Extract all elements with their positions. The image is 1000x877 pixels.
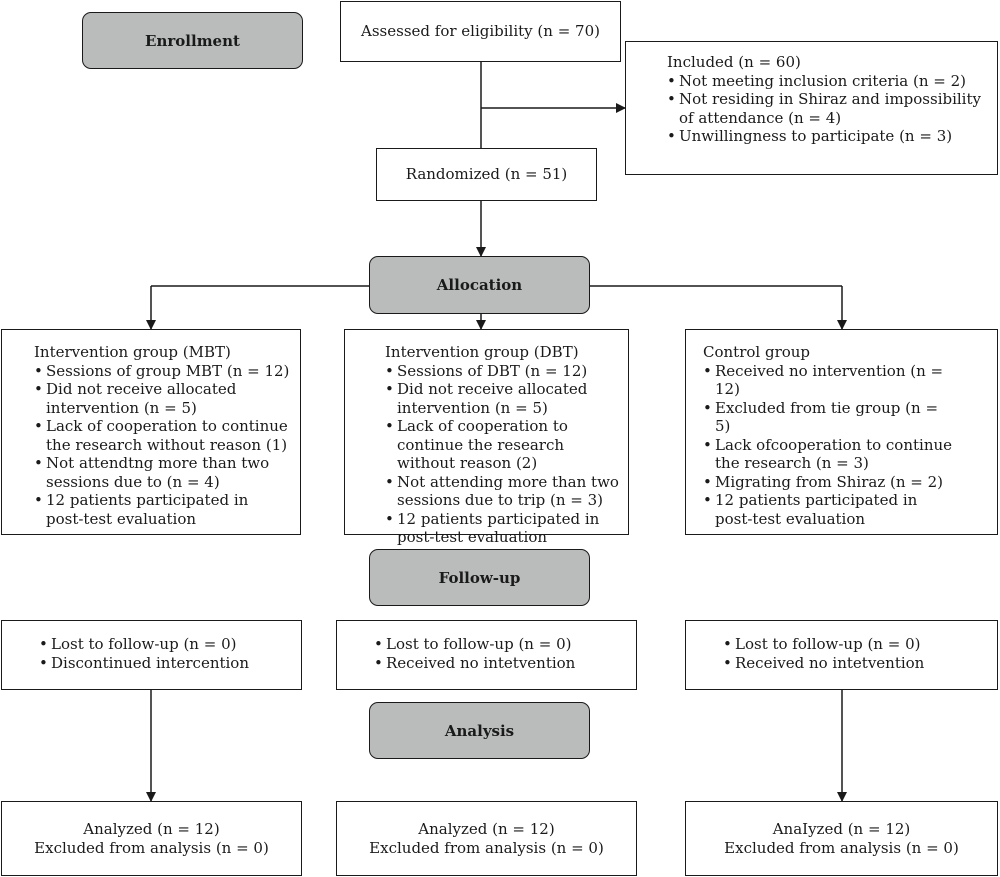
stage-enrollment: Enrollment <box>82 12 303 69</box>
group-item: 12 patients participated in post-test ev… <box>703 491 957 528</box>
analysis-line: Excluded from analysis (n = 0) <box>724 838 959 857</box>
group-title: Control group <box>703 343 811 361</box>
group-title: Intervention group (MBT) <box>34 343 231 361</box>
followup-item: Lost to follow-up (n = 0) <box>39 635 293 654</box>
group-box-dbt: Intervention group (DBT) Sessions of DBT… <box>344 329 629 546</box>
analysis-line: Excluded from analysis (n = 0) <box>369 838 604 857</box>
analysis-box-dbt: Analyzed (n = 12) Excluded from analysis… <box>336 801 637 876</box>
analysis-text: Analyzed (n = 12) Excluded from analysis… <box>369 820 604 857</box>
stage-enrollment-label: Enrollment <box>145 31 240 50</box>
group-item: Received no intervention (n = 12) <box>703 362 957 399</box>
group-item: Excluded from tie group (n = 5) <box>703 399 957 436</box>
followup-list: Lost to follow-up (n = 0) Received no in… <box>374 635 628 672</box>
group-title: Intervention group (DBT) <box>385 343 579 361</box>
analysis-line: Analyzed (n = 12) <box>418 820 555 838</box>
analysis-box-mbt: Analyzed (n = 12) Excluded from analysis… <box>1 801 302 876</box>
stage-analysis: Analysis <box>369 702 590 759</box>
group-item: 12 patients participated in post-test ev… <box>34 491 290 528</box>
followup-item: Received no intetvention <box>374 654 628 673</box>
followup-item: Lost to follow-up (n = 0) <box>374 635 628 654</box>
followup-list: Lost to follow-up (n = 0) Discontinued i… <box>39 635 293 672</box>
group-list: Received no intervention (n = 12) Exclud… <box>703 362 957 529</box>
followup-box-control: Lost to follow-up (n = 0) Received no in… <box>685 620 998 690</box>
included-item: Not residing in Shiraz and impossibility… <box>667 90 985 127</box>
followup-item: Lost to follow-up (n = 0) <box>723 635 989 654</box>
followup-item: Received no intetvention <box>723 654 989 673</box>
group-item: Not attending more than two sessions due… <box>385 473 620 510</box>
included-item: Not meeting inclusion criteria (n = 2) <box>667 72 985 91</box>
group-item: 12 patients participated in post-test ev… <box>385 510 620 547</box>
group-item: Lack of cooperation to continue the rese… <box>385 417 620 473</box>
group-box-mbt: Intervention group (MBT) Sessions of gro… <box>1 329 301 535</box>
analysis-line: AnaIyzed (n = 12) <box>772 820 911 838</box>
stage-followup-label: Follow-up <box>438 568 521 587</box>
group-item: Did not receive allocated intervention (… <box>34 380 290 417</box>
analysis-line: Excluded from analysis (n = 0) <box>34 838 269 857</box>
group-item: Lack of cooperation to continue the rese… <box>34 417 290 454</box>
group-item: Not attendtng more than two sessions due… <box>34 454 290 491</box>
analysis-text: AnaIyzed (n = 12) Excluded from analysis… <box>724 820 959 857</box>
randomized-text: Randomized (n = 51) <box>405 165 568 184</box>
stage-allocation-label: Allocation <box>436 276 523 294</box>
group-item: Sessions of DBT (n = 12) <box>385 362 620 381</box>
assessed-box: Assessed for eligibility (n = 70) <box>340 1 621 62</box>
followup-box-mbt: Lost to follow-up (n = 0) Discontinued i… <box>1 620 302 690</box>
included-list: Not meeting inclusion criteria (n = 2) N… <box>667 72 985 146</box>
assessed-text: Assessed for eligibility (n = 70) <box>361 22 600 41</box>
randomized-box: Randomized (n = 51) <box>376 148 597 201</box>
followup-box-dbt: Lost to follow-up (n = 0) Received no in… <box>336 620 637 690</box>
stage-analysis-label: Analysis <box>444 721 515 740</box>
stage-allocation: Allocation <box>369 256 590 314</box>
analysis-box-control: AnaIyzed (n = 12) Excluded from analysis… <box>685 801 998 876</box>
included-item: Unwillingness to participate (n = 3) <box>667 127 985 146</box>
followup-list: Lost to follow-up (n = 0) Received no in… <box>723 635 989 672</box>
stage-followup: Follow-up <box>369 549 590 606</box>
followup-item: Discontinued intercention <box>39 654 293 673</box>
group-list: Sessions of DBT (n = 12) Did not receive… <box>385 362 620 547</box>
group-item: Did not receive allocated intervention (… <box>385 380 620 417</box>
group-item: Lack ofcooperation to continue the resea… <box>703 436 957 473</box>
included-box: Included (n = 60) Not meeting inclusion … <box>625 41 998 175</box>
analysis-line: Analyzed (n = 12) <box>83 820 220 838</box>
analysis-text: Analyzed (n = 12) Excluded from analysis… <box>34 820 269 857</box>
group-item: Migrating from Shiraz (n = 2) <box>703 473 957 492</box>
group-box-control: Control group Received no intervention (… <box>685 329 998 535</box>
group-list: Sessions of group MBT (n = 12) Did not r… <box>34 362 290 529</box>
included-title: Included (n = 60) <box>667 53 801 71</box>
group-item: Sessions of group MBT (n = 12) <box>34 362 290 381</box>
